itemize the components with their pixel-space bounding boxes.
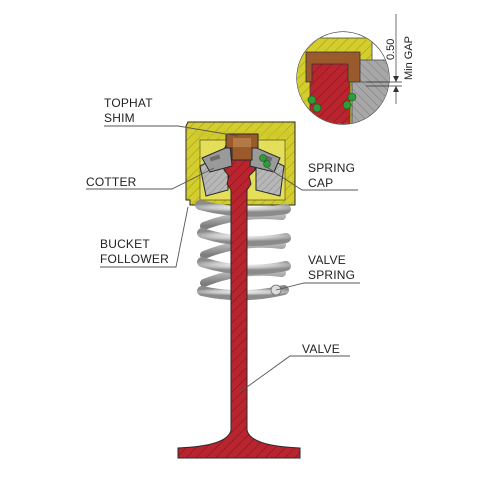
leader-lines	[86, 125, 360, 393]
label-cotter: COTTER	[86, 175, 137, 189]
label-valve-spring-1: VALVE	[308, 253, 346, 267]
label-valve-spring-2: SPRING	[308, 268, 355, 282]
label-bucket-follower-1: BUCKET	[100, 237, 150, 251]
label-bucket-follower-2: FOLLOWER	[100, 252, 169, 266]
valve-body	[177, 137, 301, 459]
gap-dimension	[366, 14, 402, 104]
detail-view	[296, 31, 390, 125]
gap-label: Min GAP	[403, 36, 415, 80]
label-valve: VALVE	[302, 342, 340, 356]
contact-dots	[259, 154, 271, 168]
label-spring-cap-1: SPRING	[308, 161, 355, 175]
label-tophat-shim-2: SHIM	[104, 111, 135, 125]
label-tophat-shim-1: TOPHAT	[104, 96, 153, 110]
tophat-shim	[225, 133, 259, 161]
label-spring-cap-2: CAP	[308, 176, 333, 190]
gap-value-label: 0.50	[385, 39, 397, 60]
